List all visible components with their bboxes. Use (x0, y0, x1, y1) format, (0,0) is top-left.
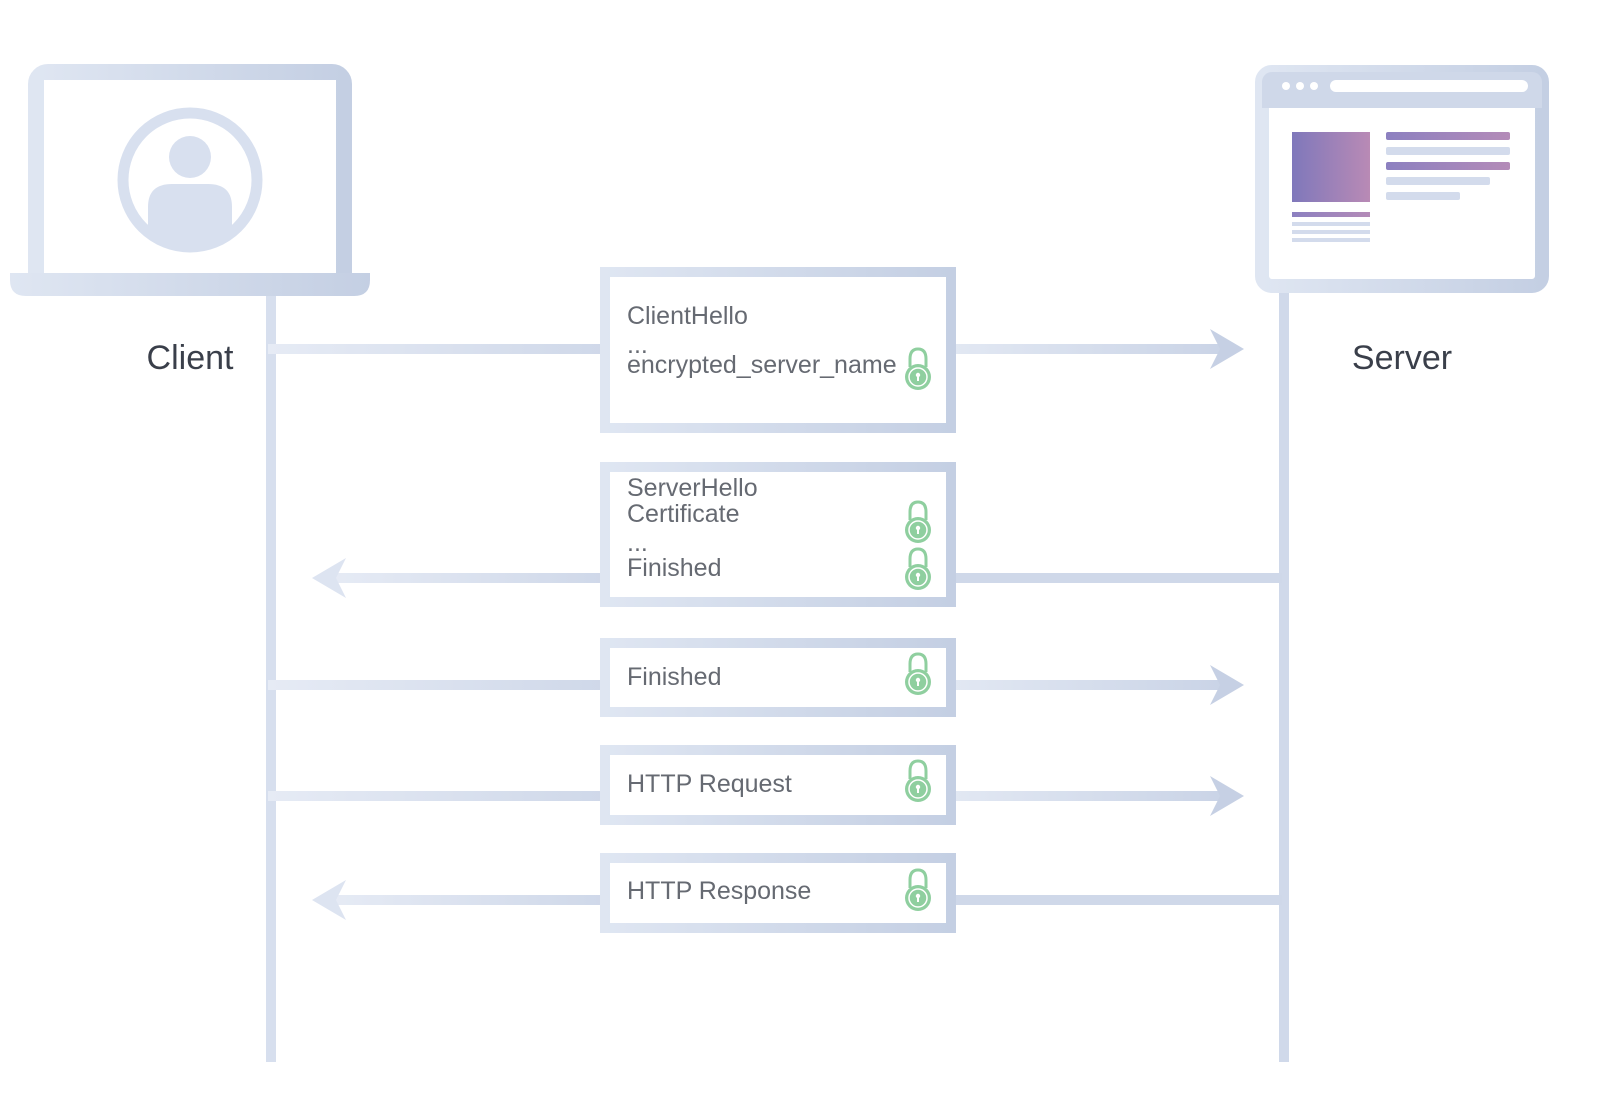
lock-icon (905, 652, 931, 695)
message-http-response: HTTP Response (312, 853, 1282, 933)
message-line (951, 344, 1232, 354)
message-text: Certificate (627, 500, 740, 528)
message-line (951, 680, 1232, 690)
message-text: Finished (627, 663, 722, 691)
lock-icon (905, 868, 931, 911)
client-lifeline (266, 290, 276, 1062)
message-client-finished: Finished (268, 638, 1244, 717)
client-label: Client (147, 339, 234, 377)
lock-icon (905, 500, 931, 543)
message-list: ClientHello...encrypted_server_nameServe… (268, 267, 1282, 933)
message-text: ClientHello (627, 302, 748, 330)
arrow-left-icon (312, 558, 346, 598)
message-line (330, 573, 605, 583)
message-text: ... (627, 331, 648, 359)
laptop-user-icon (10, 64, 370, 296)
message-box (600, 638, 956, 717)
message-line (951, 791, 1232, 801)
message-text: HTTP Request (627, 770, 792, 798)
message-line (951, 895, 1282, 905)
message-text: ... (627, 529, 648, 557)
message-line (268, 344, 605, 354)
message-box (600, 462, 956, 607)
message-box (600, 267, 956, 433)
message-line (268, 791, 605, 801)
arrow-left-icon (312, 880, 346, 920)
browser-window-icon (1255, 65, 1549, 293)
lock-icon (905, 759, 931, 802)
lock-icon (905, 347, 931, 390)
server-lifeline (1279, 290, 1289, 1062)
message-line (951, 573, 1282, 583)
message-text: Finished (627, 554, 722, 582)
message-box (600, 745, 956, 825)
message-text: HTTP Response (627, 877, 811, 905)
arrow-right-icon (1210, 776, 1244, 816)
message-box (600, 853, 956, 933)
message-line (330, 895, 605, 905)
arrow-right-icon (1210, 665, 1244, 705)
message-text: ServerHello (627, 474, 758, 502)
message-line (268, 680, 605, 690)
arrow-right-icon (1210, 329, 1244, 369)
message-text: encrypted_server_name (627, 351, 897, 379)
server-label: Server (1352, 339, 1452, 377)
message-http-request: HTTP Request (268, 745, 1244, 825)
lock-icon (905, 547, 931, 590)
message-client-hello: ClientHello...encrypted_server_name (268, 267, 1244, 433)
